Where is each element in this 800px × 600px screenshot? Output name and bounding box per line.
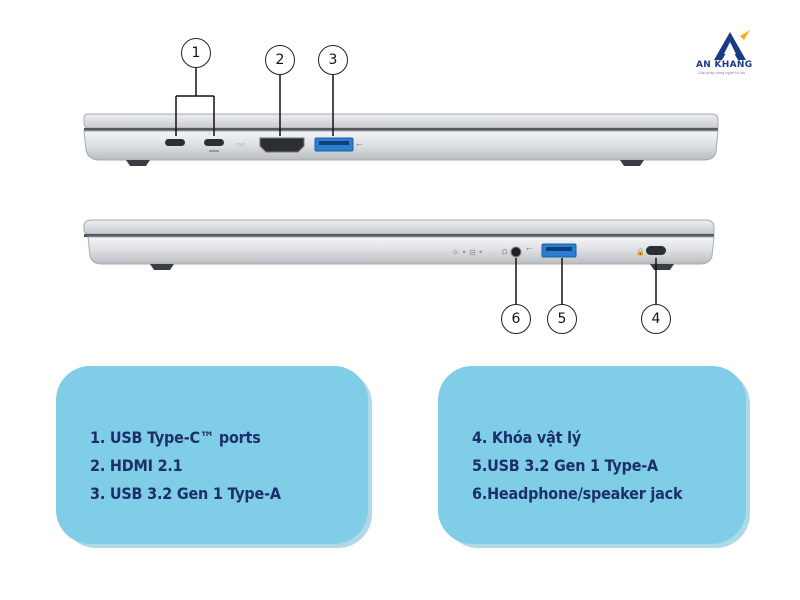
kensington-lock-slot — [646, 246, 666, 255]
callout-2: 2 — [265, 45, 295, 75]
callout-1-leader — [175, 68, 215, 136]
brand-name: AN KHANG — [696, 60, 753, 70]
brand-tagline: Giải pháp công nghệ tối ưu — [698, 71, 746, 75]
legend-item-usb-a: 3. USB 3.2 Gen 1 Type-A — [90, 484, 281, 503]
legend-item-hdmi: 2. HDMI 2.1 — [90, 456, 183, 475]
legend-left-list: 1. USB Type-C™ ports 2. HDMI 2.1 3. USB … — [90, 424, 281, 508]
laptop-left-side: ⚡ ▭▭ ⭠ — [83, 113, 719, 166]
callout-4: 4 — [641, 304, 671, 334]
callout-1: 1 — [181, 38, 211, 68]
svg-text:☼ • ⊟ •: ☼ • ⊟ • — [452, 248, 483, 257]
an-khang-logo-icon — [714, 30, 750, 60]
laptop-right-side: ☼ • ⊟ • Ω ⭠ 🔒 — [83, 219, 715, 270]
legend-card-right: 4. Khóa vật lý 5.USB 3.2 Gen 1 Type-A 6.… — [438, 366, 746, 544]
legend-card-left: 1. USB Type-C™ ports 2. HDMI 2.1 3. USB … — [56, 366, 368, 544]
legend-right-list: 4. Khóa vật lý 5.USB 3.2 Gen 1 Type-A 6.… — [472, 424, 683, 508]
legend-item-usb-c: 1. USB Type-C™ ports — [90, 428, 261, 447]
brand-logo: AN KHANG Giải pháp công nghệ tối ưu — [690, 30, 770, 80]
svg-text:⚡: ⚡ — [208, 131, 211, 136]
svg-text:🔒: 🔒 — [636, 248, 645, 256]
usb-icon: ⭠ — [356, 140, 363, 149]
hdmi-port — [259, 137, 305, 153]
svg-text:⭠: ⭠ — [526, 244, 533, 253]
callout-5: 5 — [547, 304, 577, 334]
legend-item-lock: 4. Khóa vật lý — [472, 428, 582, 447]
usb-c-port-2 — [204, 139, 224, 146]
callout-3: 3 — [318, 45, 348, 75]
legend-item-headphone: 6.Headphone/speaker jack — [472, 484, 683, 503]
svg-text:Ω: Ω — [502, 248, 508, 256]
headphone-jack — [510, 246, 522, 258]
svg-text:▭▭: ▭▭ — [236, 142, 246, 148]
usb-c-port-1 — [165, 139, 185, 146]
callout-6: 6 — [501, 304, 531, 334]
legend-item-usb-a-right: 5.USB 3.2 Gen 1 Type-A — [472, 456, 658, 475]
